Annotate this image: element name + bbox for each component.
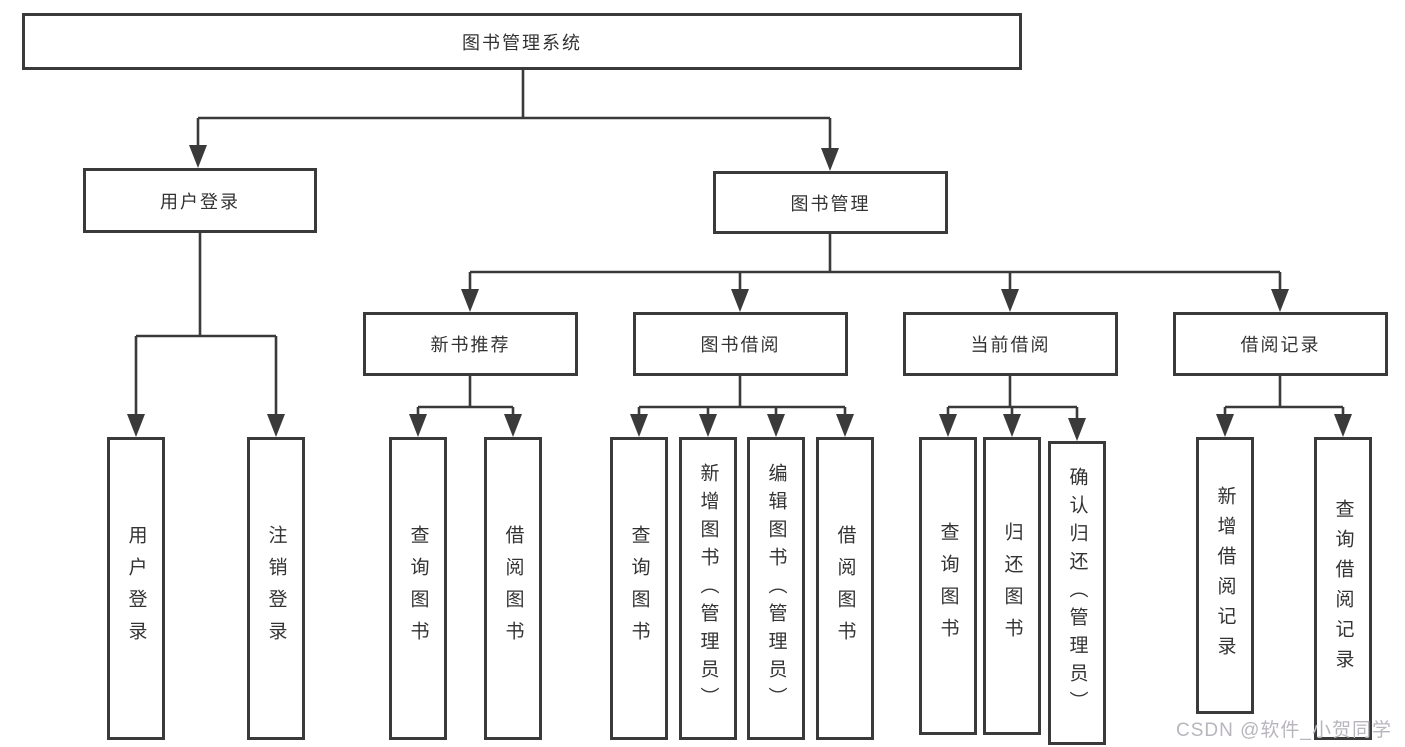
node-book-borrow: 图书借阅 <box>633 312 848 376</box>
leaf-logout-label: 注销登录 <box>265 524 287 653</box>
leaf-borrow-book-recommend-label: 借阅图书 <box>502 524 524 653</box>
node-book-management-label: 图书管理 <box>790 193 871 214</box>
leaf-confirm-return-admin: 确认归还（管理员） <box>1048 441 1106 745</box>
node-user-login: 用户登录 <box>83 168 317 233</box>
csdn-watermark: CSDN @软件_小贺同学 <box>1176 720 1392 741</box>
node-root-label: 图书管理系统 <box>462 32 582 53</box>
leaf-borrow-book: 借阅图书 <box>816 437 874 740</box>
leaf-edit-book-admin-label: 编辑图书（管理员） <box>765 462 787 715</box>
leaf-return-book-label: 归还图书 <box>1001 522 1023 650</box>
node-new-book-recommend: 新书推荐 <box>363 312 578 376</box>
leaf-query-borrow-record-label: 查询借阅记录 <box>1332 498 1354 679</box>
leaf-add-book-admin: 新增图书（管理员） <box>679 437 737 740</box>
leaf-return-book: 归还图书 <box>983 437 1041 735</box>
leaf-query-book-borrow-label: 查询图书 <box>628 524 650 653</box>
leaf-add-borrow-record: 新增借阅记录 <box>1196 437 1254 714</box>
leaf-borrow-book-label: 借阅图书 <box>834 524 856 653</box>
leaf-user-login-label: 用户登录 <box>125 524 147 653</box>
leaf-query-book-recommend: 查询图书 <box>389 437 447 740</box>
leaf-add-book-admin-label: 新增图书（管理员） <box>697 462 719 715</box>
node-current-borrow: 当前借阅 <box>903 312 1118 376</box>
leaf-logout: 注销登录 <box>247 437 305 740</box>
leaf-add-borrow-record-label: 新增借阅记录 <box>1214 485 1236 666</box>
node-book-management: 图书管理 <box>713 171 948 234</box>
node-borrow-records: 借阅记录 <box>1173 312 1388 376</box>
node-user-login-label: 用户登录 <box>160 191 240 212</box>
leaf-query-book-current: 查询图书 <box>919 437 977 735</box>
node-book-borrow-label: 图书借阅 <box>700 335 781 355</box>
arrowheads <box>127 145 1352 441</box>
leaf-edit-book-admin: 编辑图书（管理员） <box>747 437 805 740</box>
node-root-system: 图书管理系统 <box>22 13 1022 70</box>
leaf-confirm-return-admin-label: 确认归还（管理员） <box>1066 467 1088 719</box>
leaf-user-login: 用户登录 <box>107 437 165 740</box>
node-new-book-recommend-label: 新书推荐 <box>430 335 511 355</box>
leaf-query-book-borrow: 查询图书 <box>610 437 668 740</box>
node-borrow-records-label: 借阅记录 <box>1240 335 1321 355</box>
leaf-query-book-recommend-label: 查询图书 <box>407 524 429 653</box>
leaf-query-borrow-record: 查询借阅记录 <box>1314 437 1372 740</box>
leaf-query-book-current-label: 查询图书 <box>937 522 959 650</box>
leaf-borrow-book-recommend: 借阅图书 <box>484 437 542 740</box>
node-current-borrow-label: 当前借阅 <box>970 335 1051 355</box>
